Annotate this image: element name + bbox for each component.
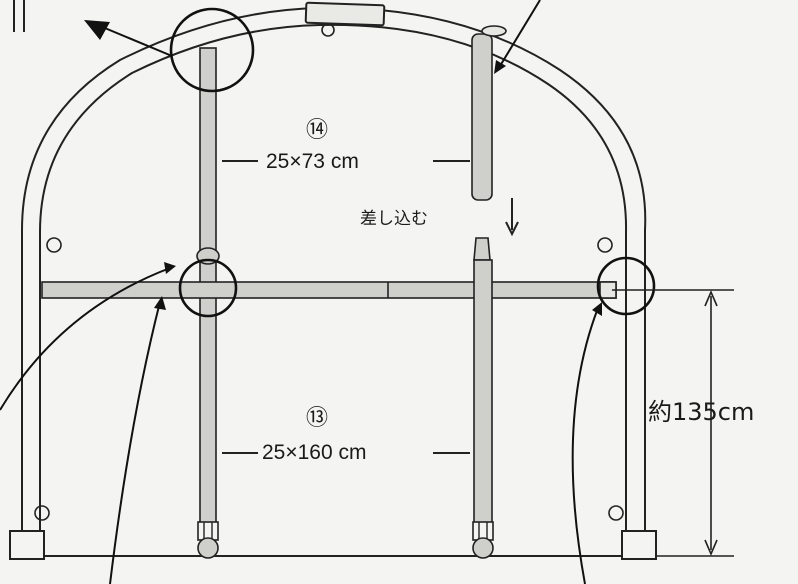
highlight-circle-top bbox=[169, 7, 255, 93]
part-13-number: ⑬ bbox=[306, 405, 329, 430]
caster-right bbox=[472, 521, 494, 559]
top-sleeve bbox=[304, 1, 386, 27]
foot-block-right bbox=[621, 530, 657, 560]
bolt-hole bbox=[597, 237, 613, 253]
pole-14-left bbox=[199, 47, 217, 251]
arrowhead bbox=[84, 20, 110, 40]
part-14-size: 25×73 cm bbox=[266, 150, 359, 173]
pole-13-right-taper bbox=[473, 237, 491, 261]
highlight-circle-right bbox=[596, 256, 656, 316]
part-14-number: ⑭ bbox=[306, 117, 329, 142]
bolt-hole bbox=[34, 505, 50, 521]
highlight-circle-center bbox=[178, 258, 238, 318]
leader-top bbox=[99, 25, 173, 57]
arch-frame-inner bbox=[39, 23, 628, 535]
part-13-size: 25×160 cm bbox=[262, 441, 367, 464]
horizontal-bar bbox=[41, 281, 617, 299]
height-label: 約135cm bbox=[648, 398, 755, 426]
pole-13-right bbox=[473, 259, 493, 525]
caster-left bbox=[197, 521, 219, 559]
bolt-hole bbox=[608, 505, 624, 521]
leader-curve-right bbox=[571, 307, 599, 584]
leader-curve-left bbox=[0, 267, 171, 411]
pole-14-right bbox=[471, 33, 493, 201]
leader-tube bbox=[499, 0, 541, 67]
pole-top-cap bbox=[481, 25, 507, 37]
bolt-hole bbox=[46, 237, 62, 253]
pole-13-left bbox=[199, 261, 217, 525]
bolt-hole bbox=[321, 23, 335, 37]
insert-instruction: 差し込む bbox=[360, 209, 428, 229]
foot-block-left bbox=[9, 530, 45, 560]
leader-curve-bottom bbox=[109, 301, 161, 584]
